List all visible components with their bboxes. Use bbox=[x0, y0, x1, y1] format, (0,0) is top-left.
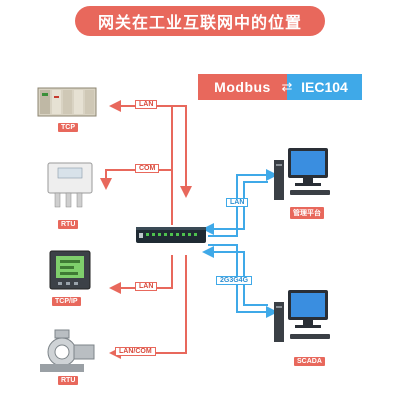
link-label-cellular: 2G3G4G bbox=[216, 276, 253, 285]
computer-icon-management bbox=[274, 148, 330, 200]
swap-arrows-icon: ⇄ bbox=[281, 79, 293, 94]
device-label-3: TCP/IP bbox=[52, 297, 81, 306]
sensor-icon bbox=[47, 162, 93, 208]
blue-links bbox=[202, 169, 278, 318]
computer-label-management: 管理平台 bbox=[290, 207, 324, 219]
link-label-1: LAN bbox=[135, 100, 158, 109]
link-label-4: LAN/COM bbox=[115, 347, 156, 356]
computer-label-scada: SCADA bbox=[294, 357, 325, 366]
gateway-icon bbox=[136, 227, 206, 243]
link-label-3: LAN bbox=[135, 282, 158, 291]
link-device-4 bbox=[109, 262, 187, 359]
link-device-2 bbox=[100, 169, 173, 225]
link-label-lan: LAN bbox=[226, 198, 249, 207]
device-label-2: RTU bbox=[58, 220, 79, 229]
protocol-badge: Modbus IEC104 ⇄ bbox=[198, 74, 362, 100]
link-device-3 bbox=[109, 255, 173, 294]
link-label-2: COM bbox=[135, 164, 160, 173]
device-label-4: RTU bbox=[58, 376, 79, 385]
device-label-1: TCP bbox=[58, 123, 78, 132]
computer-icon-scada bbox=[274, 290, 330, 342]
plc-icon bbox=[37, 87, 97, 117]
meter-icon bbox=[49, 250, 91, 290]
protocol-right: IEC104 bbox=[287, 74, 362, 100]
page-title: 网关在工业互联网中的位置 bbox=[75, 6, 325, 36]
valve-icon bbox=[40, 329, 95, 372]
protocol-left: Modbus bbox=[198, 74, 287, 100]
